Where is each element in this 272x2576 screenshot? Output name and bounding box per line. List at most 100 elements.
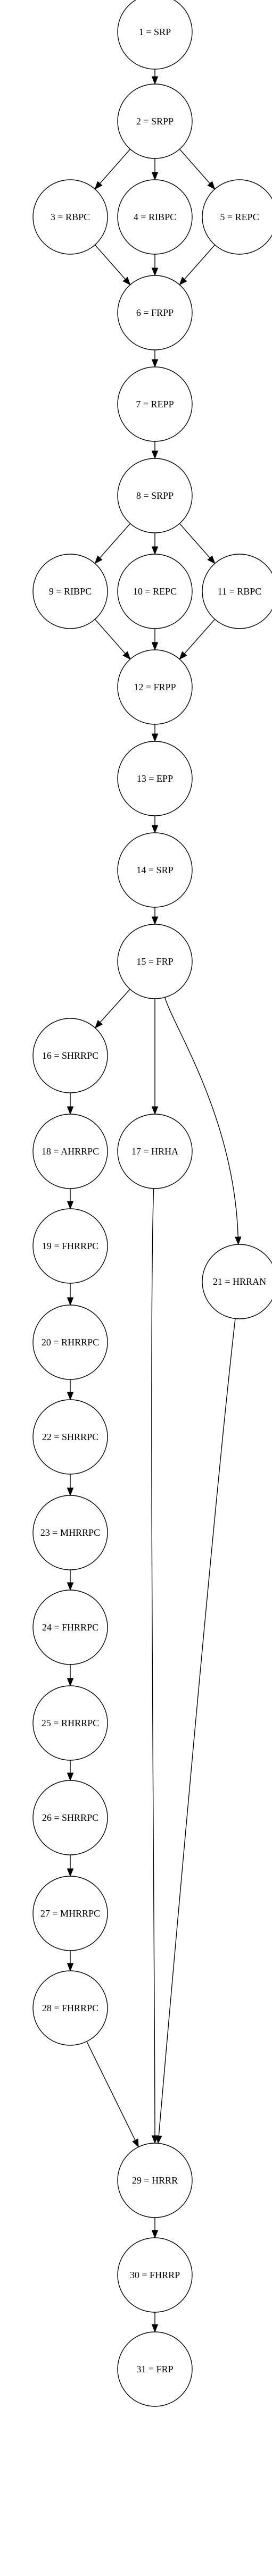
arrowhead-icon — [151, 546, 159, 555]
node-label: 22 = SHRRPC — [42, 1432, 98, 1442]
edge-n8-n9 — [94, 523, 131, 564]
node-circle — [32, 1018, 108, 1093]
node-label: 2 = SRPP — [136, 116, 174, 127]
arrowhead-icon — [151, 450, 159, 459]
edge-n18-n19 — [67, 1189, 74, 1210]
arrowhead-icon — [151, 359, 159, 368]
node-circle — [117, 179, 193, 255]
node-15: 15 = FRP — [117, 924, 193, 999]
arrowhead-icon — [67, 1297, 74, 1306]
node-circle — [32, 1970, 108, 2046]
edge-n3-n6 — [94, 244, 131, 286]
node-8: 8 = SRPP — [117, 458, 193, 533]
node-label: 5 = REPC — [220, 212, 259, 222]
node-label: 14 = SRP — [136, 865, 173, 875]
node-label: 27 = MHRRPC — [40, 1908, 100, 1919]
node-circle — [32, 554, 108, 629]
node-label: 9 = RIBPC — [49, 586, 92, 597]
node-label: 19 = FHRRPC — [42, 1241, 98, 1251]
node-30: 30 = FHRRP — [117, 2237, 193, 2313]
node-circle — [32, 1304, 108, 1380]
node-3: 3 = RBPC — [32, 179, 108, 255]
node-circle — [117, 554, 193, 629]
arrowhead-icon — [235, 1236, 242, 1245]
node-circle — [117, 924, 193, 999]
node-circle — [32, 1399, 108, 1475]
edge-line — [184, 244, 216, 280]
node-25: 25 = RHRRPC — [32, 1685, 108, 1761]
node-5: 5 = REPC — [202, 179, 272, 255]
node-label: 21 = HRRAN — [213, 1276, 266, 1287]
node-circle — [32, 1780, 108, 1855]
edge-n2-n4 — [151, 158, 159, 181]
node-6: 6 = FRPP — [117, 275, 193, 350]
edge-n21-n29 — [155, 1318, 236, 2144]
node-circle — [32, 1685, 108, 1761]
edge-n2-n3 — [94, 148, 131, 190]
edge-n28-n29 — [86, 2041, 139, 2148]
arrowhead-icon — [151, 267, 159, 277]
arrowhead-icon — [151, 642, 159, 651]
node-circle — [32, 1590, 108, 1665]
node-circle — [202, 179, 272, 255]
edge-line — [184, 618, 216, 654]
node-circle — [32, 1876, 108, 1951]
node-circle — [32, 1495, 108, 1570]
node-label: 16 = SHRRPC — [42, 1050, 98, 1061]
node-29: 29 = HRRR — [117, 2143, 193, 2218]
edge-n9-n12 — [94, 618, 131, 660]
edge-n8-n10 — [151, 533, 159, 555]
arrowhead-icon — [67, 1582, 74, 1591]
node-circle — [202, 1244, 272, 1319]
edge-line — [164, 997, 238, 1237]
edge-n5-n6 — [179, 244, 216, 286]
arrowhead-icon — [151, 2324, 159, 2333]
arrowhead-icon — [122, 277, 131, 286]
node-19: 19 = FHRRPC — [32, 1208, 108, 1284]
edge-n1-n2 — [151, 69, 159, 85]
node-7: 7 = REPP — [117, 366, 193, 442]
node-1: 1 = SRP — [117, 0, 193, 70]
edge-n27-n28 — [67, 1951, 74, 1972]
node-label: 11 = RBPC — [218, 586, 262, 597]
node-10: 10 = REPC — [117, 554, 193, 629]
arrowhead-icon — [132, 2138, 139, 2148]
node-label: 24 = FHRRPC — [42, 1622, 98, 1633]
edge-n14-n15 — [151, 907, 159, 925]
edge-n6-n7 — [151, 350, 159, 368]
node-label: 30 = FHRRP — [130, 2270, 180, 2280]
node-11: 11 = RBPC — [202, 554, 272, 629]
node-circle — [117, 649, 193, 725]
node-circle — [32, 1114, 108, 1189]
arrowhead-icon — [151, 172, 159, 181]
edge-n13-n14 — [151, 816, 159, 834]
node-label: 25 = RHRRPC — [42, 1718, 99, 1728]
node-circle — [117, 0, 193, 70]
arrowhead-icon — [207, 555, 216, 564]
node-circle — [117, 366, 193, 442]
arrowhead-icon — [67, 1106, 74, 1115]
edge-line — [94, 618, 126, 654]
edge-n23-n24 — [67, 1570, 74, 1591]
node-circle — [202, 554, 272, 629]
edge-line — [100, 148, 131, 184]
arrowhead-icon — [179, 651, 187, 660]
arrowhead-icon — [67, 1392, 74, 1401]
arrowhead-icon — [67, 1963, 74, 1972]
edge-n15-n16 — [94, 989, 130, 1028]
edge-n30-n31 — [151, 2312, 159, 2333]
node-18: 18 = AHRRPC — [32, 1114, 108, 1189]
node-label: 17 = HRHA — [131, 1146, 178, 1157]
edge-line — [94, 244, 126, 280]
node-12: 12 = FRPP — [117, 649, 193, 725]
node-16: 16 = SHRRPC — [32, 1018, 108, 1093]
node-label: 3 = RBPC — [51, 212, 90, 222]
node-label: 6 = FRPP — [136, 307, 174, 318]
arrowhead-icon — [67, 1772, 74, 1782]
node-14: 14 = SRP — [117, 832, 193, 908]
node-circle — [117, 458, 193, 533]
arrowhead-icon — [151, 733, 159, 742]
edge-n20-n22 — [67, 1379, 74, 1401]
edge-n8-n11 — [179, 523, 216, 564]
